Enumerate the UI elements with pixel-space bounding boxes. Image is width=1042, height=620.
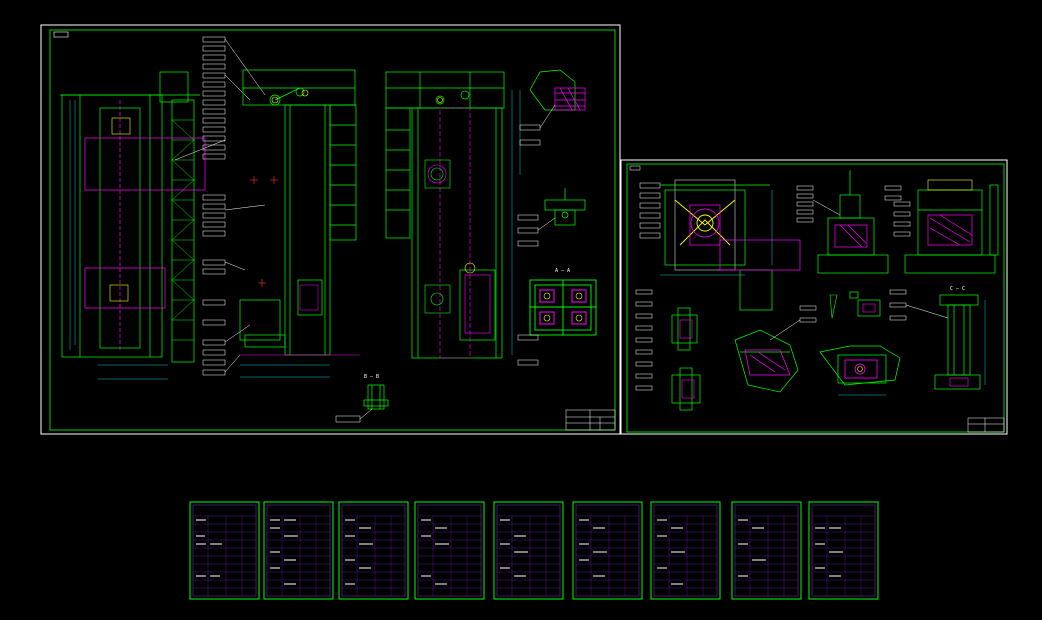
main-assembly-sheet[interactable]: B — B xyxy=(40,24,621,435)
bracket-detail-two xyxy=(893,179,999,274)
small-parts-column xyxy=(635,289,701,411)
wedge-detail xyxy=(734,294,838,393)
section-b-detail: B — B xyxy=(335,374,389,423)
sheet-border xyxy=(40,24,621,435)
bracket-detail-one xyxy=(796,170,902,274)
section-a-label: A — A xyxy=(555,268,570,274)
side-elevation-view xyxy=(385,71,521,359)
front-elevation-view xyxy=(239,69,360,378)
left-elevation-view xyxy=(60,71,206,380)
clamp-detail xyxy=(849,291,881,317)
bom-sheet-2[interactable] xyxy=(263,501,334,600)
gearbox-detail xyxy=(639,179,801,311)
title-block xyxy=(565,409,616,431)
saddle-detail xyxy=(819,345,901,396)
parts-detail-sheet[interactable]: C — C xyxy=(620,159,1008,435)
sheet2-inner-frame xyxy=(626,163,1005,433)
section-c-label: C — C xyxy=(950,286,965,292)
sheet2-border xyxy=(620,159,1008,435)
bom-sheet-9[interactable] xyxy=(808,501,879,600)
bom-sheet-6[interactable] xyxy=(572,501,643,600)
bom-sheet-row xyxy=(189,501,879,600)
bom-sheet-1[interactable] xyxy=(189,501,260,600)
bom-sheet-3[interactable] xyxy=(338,501,409,600)
bom-sheet-8[interactable] xyxy=(731,501,802,600)
section-b-label: B — B xyxy=(364,374,379,380)
sheet2-title-block xyxy=(967,417,1005,433)
sheet-inner-frame xyxy=(49,29,616,431)
sheet2-corner-tag xyxy=(629,165,641,171)
section-a-detail: A — A xyxy=(517,268,597,366)
middle-right-detail xyxy=(517,188,586,247)
bom-sheet-7[interactable] xyxy=(650,501,721,600)
bom-sheet-4[interactable] xyxy=(414,501,485,600)
bom-sheet-5[interactable] xyxy=(493,501,564,600)
sheet-corner-tag xyxy=(53,31,69,38)
leader-label-stack xyxy=(174,36,266,376)
section-c-detail: C — C xyxy=(889,286,986,390)
upper-right-detail xyxy=(519,69,586,146)
